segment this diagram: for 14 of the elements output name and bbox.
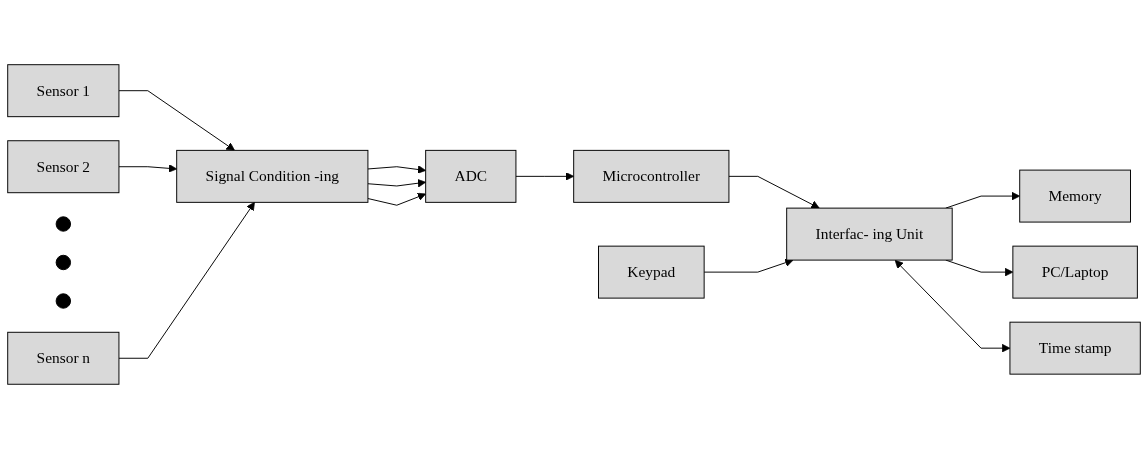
node-box: Sensor 2 — [7, 140, 120, 194]
node-box: Signal Condition -ing — [176, 149, 369, 203]
node-box: PC/Laptop — [1012, 245, 1138, 299]
node-box: Sensor n — [7, 331, 120, 385]
node-box: Keypad — [598, 245, 705, 299]
node-box: ADC — [425, 149, 517, 203]
node-circle — [55, 254, 72, 271]
node-box: Microcontroller — [573, 149, 730, 203]
node-box: Memory — [1019, 169, 1131, 223]
node-circle — [55, 216, 72, 232]
node-box: Sensor 1 — [7, 64, 120, 118]
node-box: Time stamp — [1009, 321, 1141, 375]
node-box: Interfac- ing Unit — [786, 207, 953, 261]
node-circle — [55, 293, 72, 309]
